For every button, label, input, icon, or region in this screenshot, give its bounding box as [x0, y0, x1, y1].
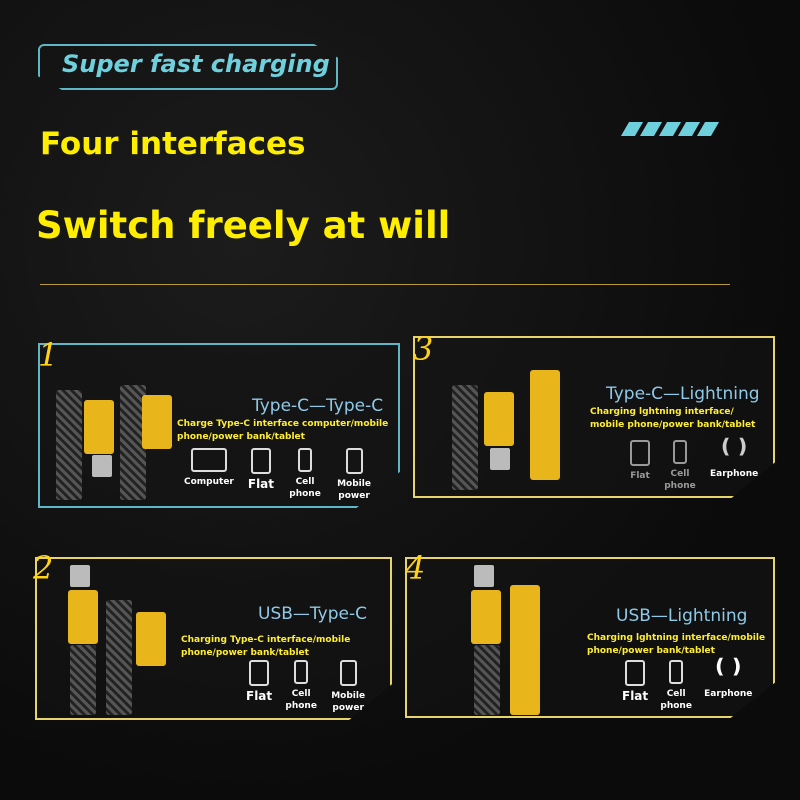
- cable-image: [56, 390, 82, 500]
- device-mobile-power: Mobile power: [330, 660, 366, 714]
- divider: [40, 284, 730, 285]
- connector-image: [510, 585, 540, 715]
- panel-number: 1: [38, 336, 59, 374]
- device-earphone: ❪❫Earphone: [704, 654, 753, 699]
- power-bank-icon: [339, 660, 357, 686]
- device-computer: Computer: [184, 448, 234, 488]
- subheadline: Switch freely at will: [36, 204, 451, 247]
- earphone-icon: ❪❫: [717, 434, 751, 458]
- panel-description: Charging lghtning interface/mobile phone…: [587, 633, 766, 656]
- device-cell-phone: Cell phone: [288, 448, 322, 500]
- usb-plug-image: [70, 565, 90, 587]
- cable-image: [452, 385, 478, 490]
- headline: Four interfaces: [40, 126, 306, 162]
- cable-image: [70, 645, 96, 715]
- connector-image: [471, 590, 501, 644]
- panel-title: USB—Type-C: [258, 604, 367, 624]
- panel-number: 4: [405, 549, 426, 587]
- connector-image: [142, 395, 172, 449]
- device-flat: Flat: [622, 660, 648, 712]
- laptop-icon: [190, 448, 227, 472]
- usb-plug-image: [490, 448, 510, 470]
- device-cell-phone: Cell phone: [660, 660, 692, 712]
- connector-image: [84, 400, 114, 454]
- cable-image: [474, 645, 500, 715]
- connector-image: [136, 612, 166, 666]
- tablet-icon: [249, 660, 270, 686]
- device-cell-phone: Cell phone: [284, 660, 318, 714]
- panel-number: 2: [33, 549, 54, 587]
- panel-description: Charging lghtning interface/ mobile phon…: [590, 407, 756, 430]
- usb-plug-image: [474, 565, 494, 587]
- panel-title: Type-C—Lightning: [606, 384, 760, 404]
- panel-description: Charging Type-C interface/mobile phone/p…: [181, 635, 351, 658]
- power-bank-icon: [345, 448, 363, 474]
- cable-image: [106, 600, 132, 715]
- device-flat: Flat: [248, 448, 274, 490]
- phone-icon: [298, 448, 313, 472]
- panel-title: USB—Lightning: [616, 606, 748, 626]
- header-badge: Super fast charging: [62, 50, 330, 78]
- tablet-icon: [625, 660, 646, 686]
- tablet-icon: [630, 440, 650, 466]
- device-earphone: ❪❫Earphone: [710, 434, 759, 479]
- device-flat: Flat: [246, 660, 272, 714]
- device-mobile-power: Mobile power: [336, 448, 372, 502]
- earphone-icon: ❪❫: [711, 654, 746, 678]
- usb-plug-image: [92, 455, 112, 477]
- decorative-slashes: [620, 122, 720, 136]
- connector-image: [68, 590, 98, 644]
- device-flat: Flat: [630, 440, 650, 492]
- cable-image: [120, 385, 146, 500]
- panel-number: 3: [413, 330, 434, 368]
- phone-icon: [294, 660, 309, 684]
- device-cell-phone: Cell phone: [664, 440, 696, 492]
- panel-title: Type-C—Type-C: [252, 396, 384, 416]
- header-badge-frame: [38, 44, 338, 90]
- panel-usb-lightning: [405, 557, 775, 718]
- phone-icon: [673, 440, 687, 464]
- connector-image: [484, 392, 514, 446]
- phone-icon: [669, 660, 684, 684]
- panel-description: Charge Type-C interface computer/mobile …: [177, 419, 389, 442]
- connector-image: [530, 370, 560, 480]
- tablet-icon: [250, 448, 271, 474]
